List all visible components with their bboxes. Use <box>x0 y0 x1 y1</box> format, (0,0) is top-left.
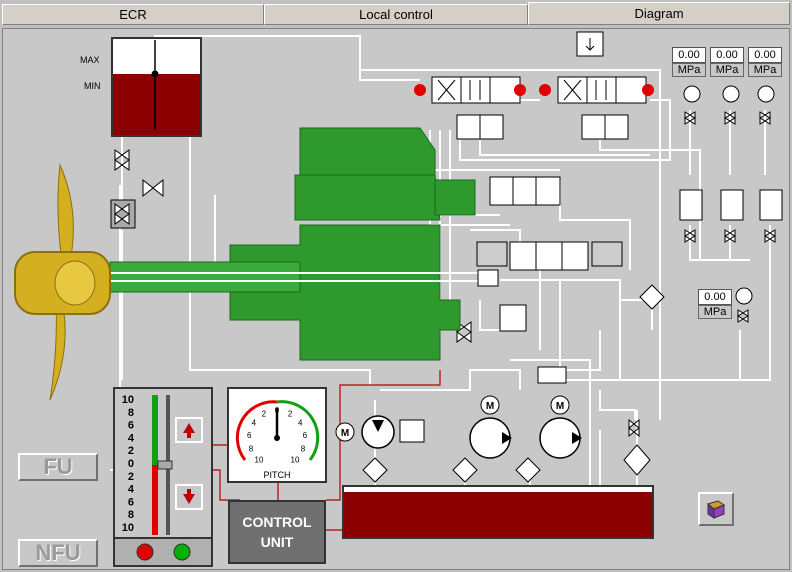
isolation-valve-icon[interactable] <box>764 229 776 243</box>
svg-text:M: M <box>486 401 494 412</box>
pitch-dial-tick: 10 <box>291 455 300 464</box>
pitch-dial-tick: 6 <box>303 431 308 440</box>
main-servo-valve[interactable] <box>509 241 589 271</box>
filter-icon-5 <box>623 444 651 476</box>
pitch-dial-tick: 6 <box>247 431 252 440</box>
main-pump-2[interactable]: M <box>539 395 582 459</box>
shutoff-valve-icon[interactable] <box>114 203 130 225</box>
pitch-dial-tick: 8 <box>301 445 306 454</box>
isolation-valve-icon[interactable] <box>684 229 696 243</box>
help-button[interactable] <box>698 492 734 526</box>
arrow-down-icon <box>183 489 195 504</box>
fu-button[interactable]: FU <box>18 453 98 481</box>
pitch-scale-label: 10 <box>122 394 134 406</box>
pitch-scale-label: 10 <box>122 522 134 534</box>
pitch-scale-label: 4 <box>128 432 135 444</box>
pressure-unit-1: MPa <box>672 63 706 77</box>
pressure-readout-3: 0.00 <box>748 47 782 63</box>
pitch-dial-tick: 4 <box>298 418 303 427</box>
pressure-dial-icon <box>722 85 740 103</box>
pressure-unit-3: MPa <box>748 63 782 77</box>
gauge-valve-icon[interactable] <box>737 309 749 323</box>
svg-text:M: M <box>556 401 564 412</box>
pitch-scale-label: 8 <box>128 509 134 521</box>
pitch-dial-tick: 10 <box>255 455 264 464</box>
pressure-unit-4: MPa <box>698 305 732 319</box>
green-lamp-button[interactable] <box>173 543 191 561</box>
tank-oil-level <box>113 74 200 135</box>
pitch-scale-label: 0 <box>128 458 134 470</box>
pitch-dial-tick: 4 <box>252 418 257 427</box>
pressure-readout-4: 0.00 <box>698 289 732 305</box>
tank-return-valve-icon[interactable] <box>628 418 640 438</box>
solenoid-valve-1[interactable] <box>679 189 703 221</box>
pressure-dial-icon <box>757 85 775 103</box>
sump-oil-level <box>344 492 652 537</box>
pressure-readout-1: 0.00 <box>672 47 706 63</box>
main-pump-1[interactable]: M <box>469 395 512 459</box>
tab-diagram[interactable]: Diagram <box>528 2 790 25</box>
solenoid-valve-2[interactable] <box>720 189 744 221</box>
pitch-scale-label: 2 <box>128 445 134 457</box>
tab-bar: ECR Local control Diagram <box>0 0 792 28</box>
help-book-icon <box>706 500 726 519</box>
pitch-scale-label: 6 <box>128 420 134 432</box>
filter-icon-2 <box>362 457 388 483</box>
pilot-valve[interactable] <box>489 176 561 206</box>
pump-relief-valve[interactable] <box>399 419 425 443</box>
propeller-icon <box>14 163 111 401</box>
tank-max-label: MAX <box>80 55 100 65</box>
svg-text:M: M <box>341 428 349 439</box>
pitch-scale-label: 6 <box>128 496 134 508</box>
filter-icon-3 <box>452 457 478 483</box>
gauge-valve-icon[interactable] <box>724 111 736 125</box>
engine-gearbox <box>109 127 476 361</box>
bypass-valve-icon[interactable] <box>142 178 164 198</box>
pressure-dial-icon <box>683 85 701 103</box>
control-unit-line2: UNIT <box>260 534 294 550</box>
arrow-up-icon <box>183 423 195 438</box>
directional-valve-1[interactable] <box>414 76 526 104</box>
pitch-label: PITCH <box>264 470 291 480</box>
solenoid-valve-3[interactable] <box>759 189 783 221</box>
pressure-valve-icon[interactable] <box>499 304 527 332</box>
pressure-unit-2: MPa <box>710 63 744 77</box>
control-unit-line1: CONTROL <box>242 514 312 530</box>
red-lamp-button[interactable] <box>136 543 154 561</box>
gauge-valve-icon[interactable] <box>759 111 771 125</box>
pitch-dial-tick: 2 <box>288 409 293 418</box>
gauge-valve-icon[interactable] <box>684 111 696 125</box>
pressure-dial-icon <box>735 287 753 305</box>
nfu-button[interactable]: NFU <box>18 539 98 567</box>
pitch-scale-label: 8 <box>128 407 134 419</box>
pump-small[interactable]: M <box>335 415 395 449</box>
pitch-scale-label: 4 <box>128 484 135 496</box>
tank-min-label: MIN <box>84 81 101 91</box>
isolation-valve-icon[interactable] <box>724 229 736 243</box>
pitch-scale-label: 2 <box>128 471 134 483</box>
tab-ecr[interactable]: ECR <box>2 4 264 25</box>
filter-icon-4 <box>515 457 541 483</box>
pitch-dial-tick: 2 <box>262 409 267 418</box>
pressure-readout-2: 0.00 <box>710 47 744 63</box>
tab-local-control[interactable]: Local control <box>264 4 528 25</box>
control-unit[interactable]: CONTROL UNIT <box>228 500 326 564</box>
tank-valve-icon[interactable] <box>114 149 130 171</box>
directional-valve-2[interactable] <box>539 76 654 104</box>
filter-icon-1 <box>639 284 665 310</box>
pitch-dial-tick: 8 <box>249 445 254 454</box>
pitch-lever-handle[interactable] <box>157 460 173 470</box>
